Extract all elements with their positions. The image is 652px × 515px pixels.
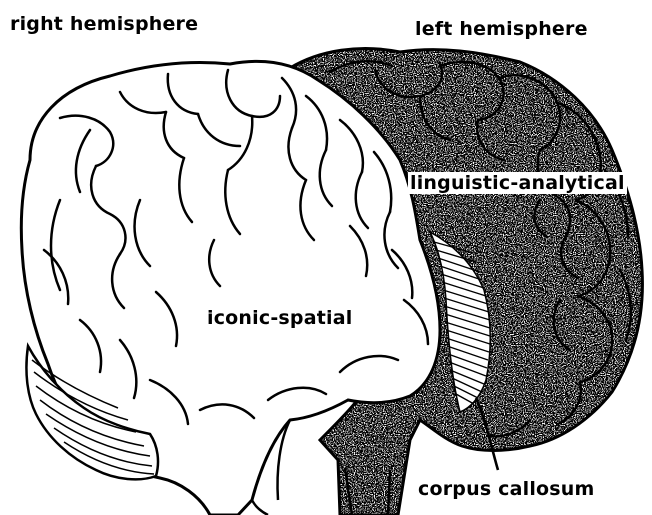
iconic-spatial-label: iconic-spatial (207, 307, 352, 329)
linguistic-analytical-label: linguistic-analytical (408, 172, 627, 194)
right-hemisphere-label: right hemisphere (10, 13, 198, 35)
left-hemisphere-label: left hemisphere (415, 18, 588, 40)
corpus-callosum-label: corpus callosum (418, 478, 595, 500)
